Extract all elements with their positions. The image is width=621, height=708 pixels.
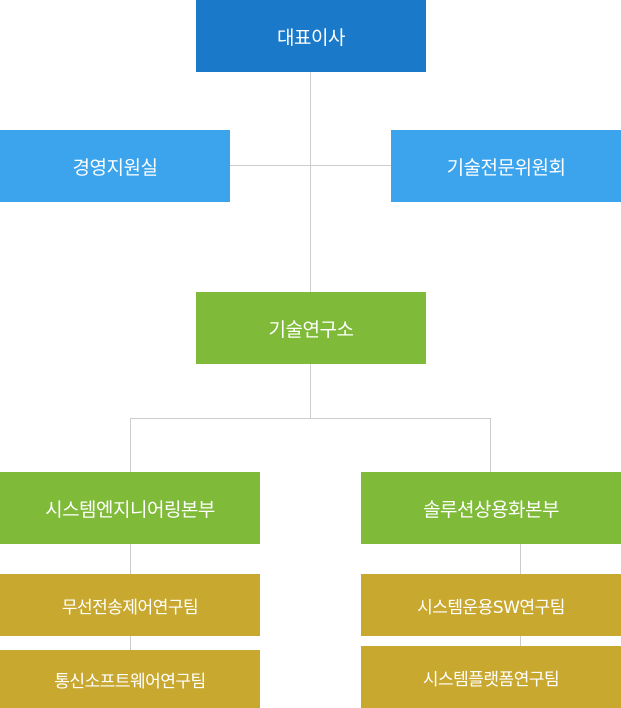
connector-staff-horizontal: [230, 165, 391, 166]
research-lab-box: 기술연구소: [196, 292, 426, 364]
connector-ceo-to-lab: [310, 72, 311, 292]
connector-division-right-down: [490, 418, 491, 472]
wireless-transmission-team-box: 무선전송제어연구팀: [0, 574, 260, 636]
connector-lab-down: [310, 364, 311, 418]
connector-division-left-down: [130, 418, 131, 472]
system-operation-sw-team-box: 시스템운용SW연구팀: [361, 574, 621, 636]
systems-engineering-division-box: 시스템엔지니어링본부: [0, 472, 260, 544]
connector-division-horizontal: [130, 418, 491, 419]
telecom-software-team-box: 통신소프트웨어연구팀: [0, 650, 260, 708]
system-platform-team-box: 시스템플랫폼연구팀: [361, 646, 621, 708]
management-support-box: 경영지원실: [0, 130, 230, 202]
solution-commercialization-division-box: 솔루션상용화본부: [361, 472, 621, 544]
technical-committee-box: 기술전문위원회: [391, 130, 621, 202]
ceo-box: 대표이사: [196, 0, 426, 72]
